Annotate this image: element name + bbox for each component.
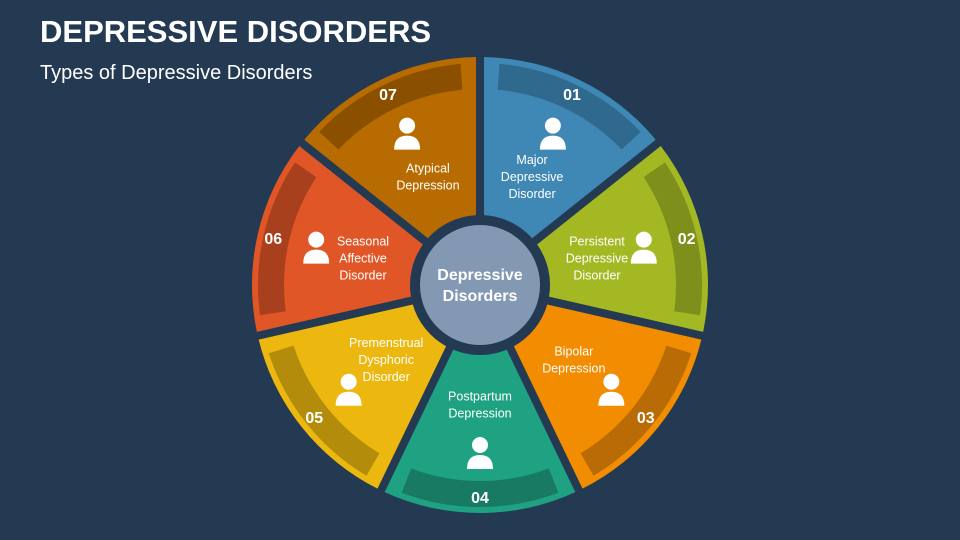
segment-band (580, 345, 692, 476)
segment-band (497, 63, 641, 150)
segment-label-line: Bipolar (554, 344, 593, 358)
segment-band (401, 468, 559, 508)
center-label-line: Depressive (437, 267, 522, 284)
segment-number: 04 (471, 490, 489, 507)
segment-number: 02 (678, 231, 696, 248)
head-storm-icon (539, 117, 566, 150)
woman-cramp-icon (335, 373, 362, 406)
segment-label-line: Premenstrual (349, 336, 423, 350)
segment-band (268, 345, 380, 476)
segment-label-line: Major (516, 153, 547, 167)
people-under-lamps-icon (303, 231, 330, 264)
mother-stroller-icon (467, 437, 493, 469)
segment-band (319, 63, 463, 150)
segment-wedge (304, 57, 477, 239)
segment-label-line: Seasonal (337, 234, 389, 248)
head-happy-sad-icon (598, 373, 625, 406)
segment-label-line: Disorder (339, 268, 386, 282)
segment-number: 07 (379, 87, 397, 104)
person-under-cloud-icon (630, 231, 657, 264)
segment-band (643, 162, 702, 316)
segment-number: 05 (305, 410, 323, 427)
segment-wedge (483, 57, 656, 239)
center-label-line: Disorders (443, 288, 518, 305)
sad-person-at-desk-icon (394, 117, 421, 150)
segment-label-line: Disorder (573, 268, 620, 282)
center-circle (420, 225, 540, 345)
segment-label-line: Affective (339, 251, 387, 265)
segment-label-line: Disorder (363, 370, 410, 384)
segment-band (258, 162, 317, 316)
segment-label-line: Persistent (569, 234, 625, 248)
page-title: DEPRESSIVE DISORDERS (40, 14, 432, 49)
segment-label-line: Disorder (508, 187, 555, 201)
segment-label-line: Depression (396, 178, 459, 192)
segment-label-line: Postpartum (448, 390, 512, 404)
segment-number: 01 (563, 87, 581, 104)
segment-label-line: Dysphoric (358, 353, 414, 367)
segment-label-line: Depressive (566, 251, 629, 265)
segment-label-line: Depression (542, 361, 605, 375)
segment-label-line: Atypical (406, 161, 450, 175)
segment-label-line: Depressive (501, 170, 564, 184)
segment-wedge (384, 349, 576, 513)
segment-number: 06 (264, 231, 282, 248)
page-subtitle: Types of Depressive Disorders (40, 62, 313, 84)
segment-number: 03 (637, 410, 655, 427)
segment-label-line: Depression (448, 407, 511, 421)
